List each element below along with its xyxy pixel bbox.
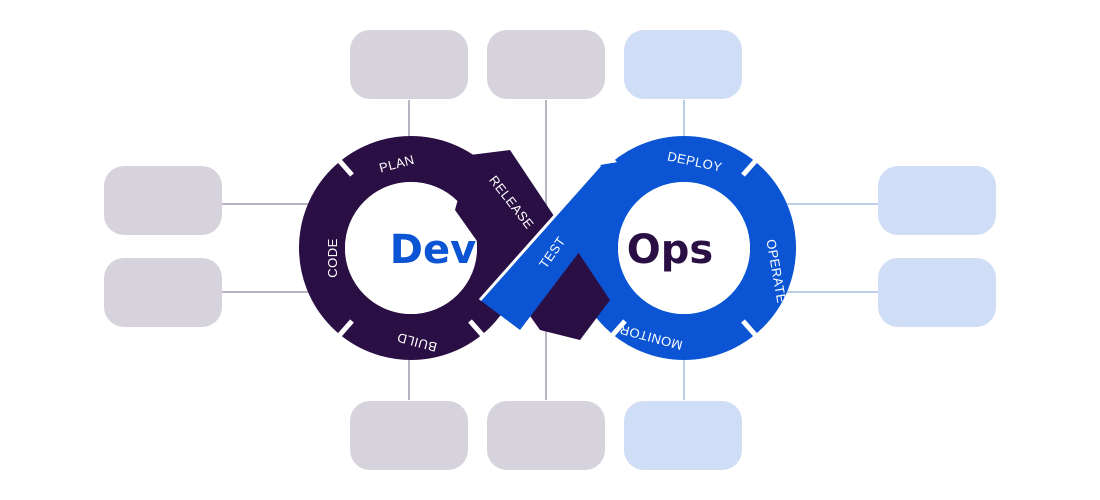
dev-ring-separators [335,156,487,340]
placeholder-box-left-lower [104,258,222,327]
placeholder-box-top-release [487,30,605,99]
placeholder-box-top-plan [350,30,468,99]
placeholder-box-bottom-monitor [624,401,742,470]
ops-ring-center [618,182,750,314]
test-band [480,160,630,330]
ops-loop [572,136,796,360]
placeholder-box-top-deploy [624,30,742,99]
ops-word: Ops [627,227,713,273]
ops-ring [572,136,796,360]
placeholder-box-bottom-build [350,401,468,470]
placeholder-box-left-upper [104,166,222,235]
crossing-bands [455,150,630,340]
placeholder-box-right-lower [878,258,996,327]
placeholder-boxes [104,30,996,470]
dev-ring-center [345,182,477,314]
placeholder-box-bottom-test [487,401,605,470]
stage-label-code: CODE [325,238,340,278]
dev-word: Dev [390,227,476,273]
placeholder-box-right-upper [878,166,996,235]
